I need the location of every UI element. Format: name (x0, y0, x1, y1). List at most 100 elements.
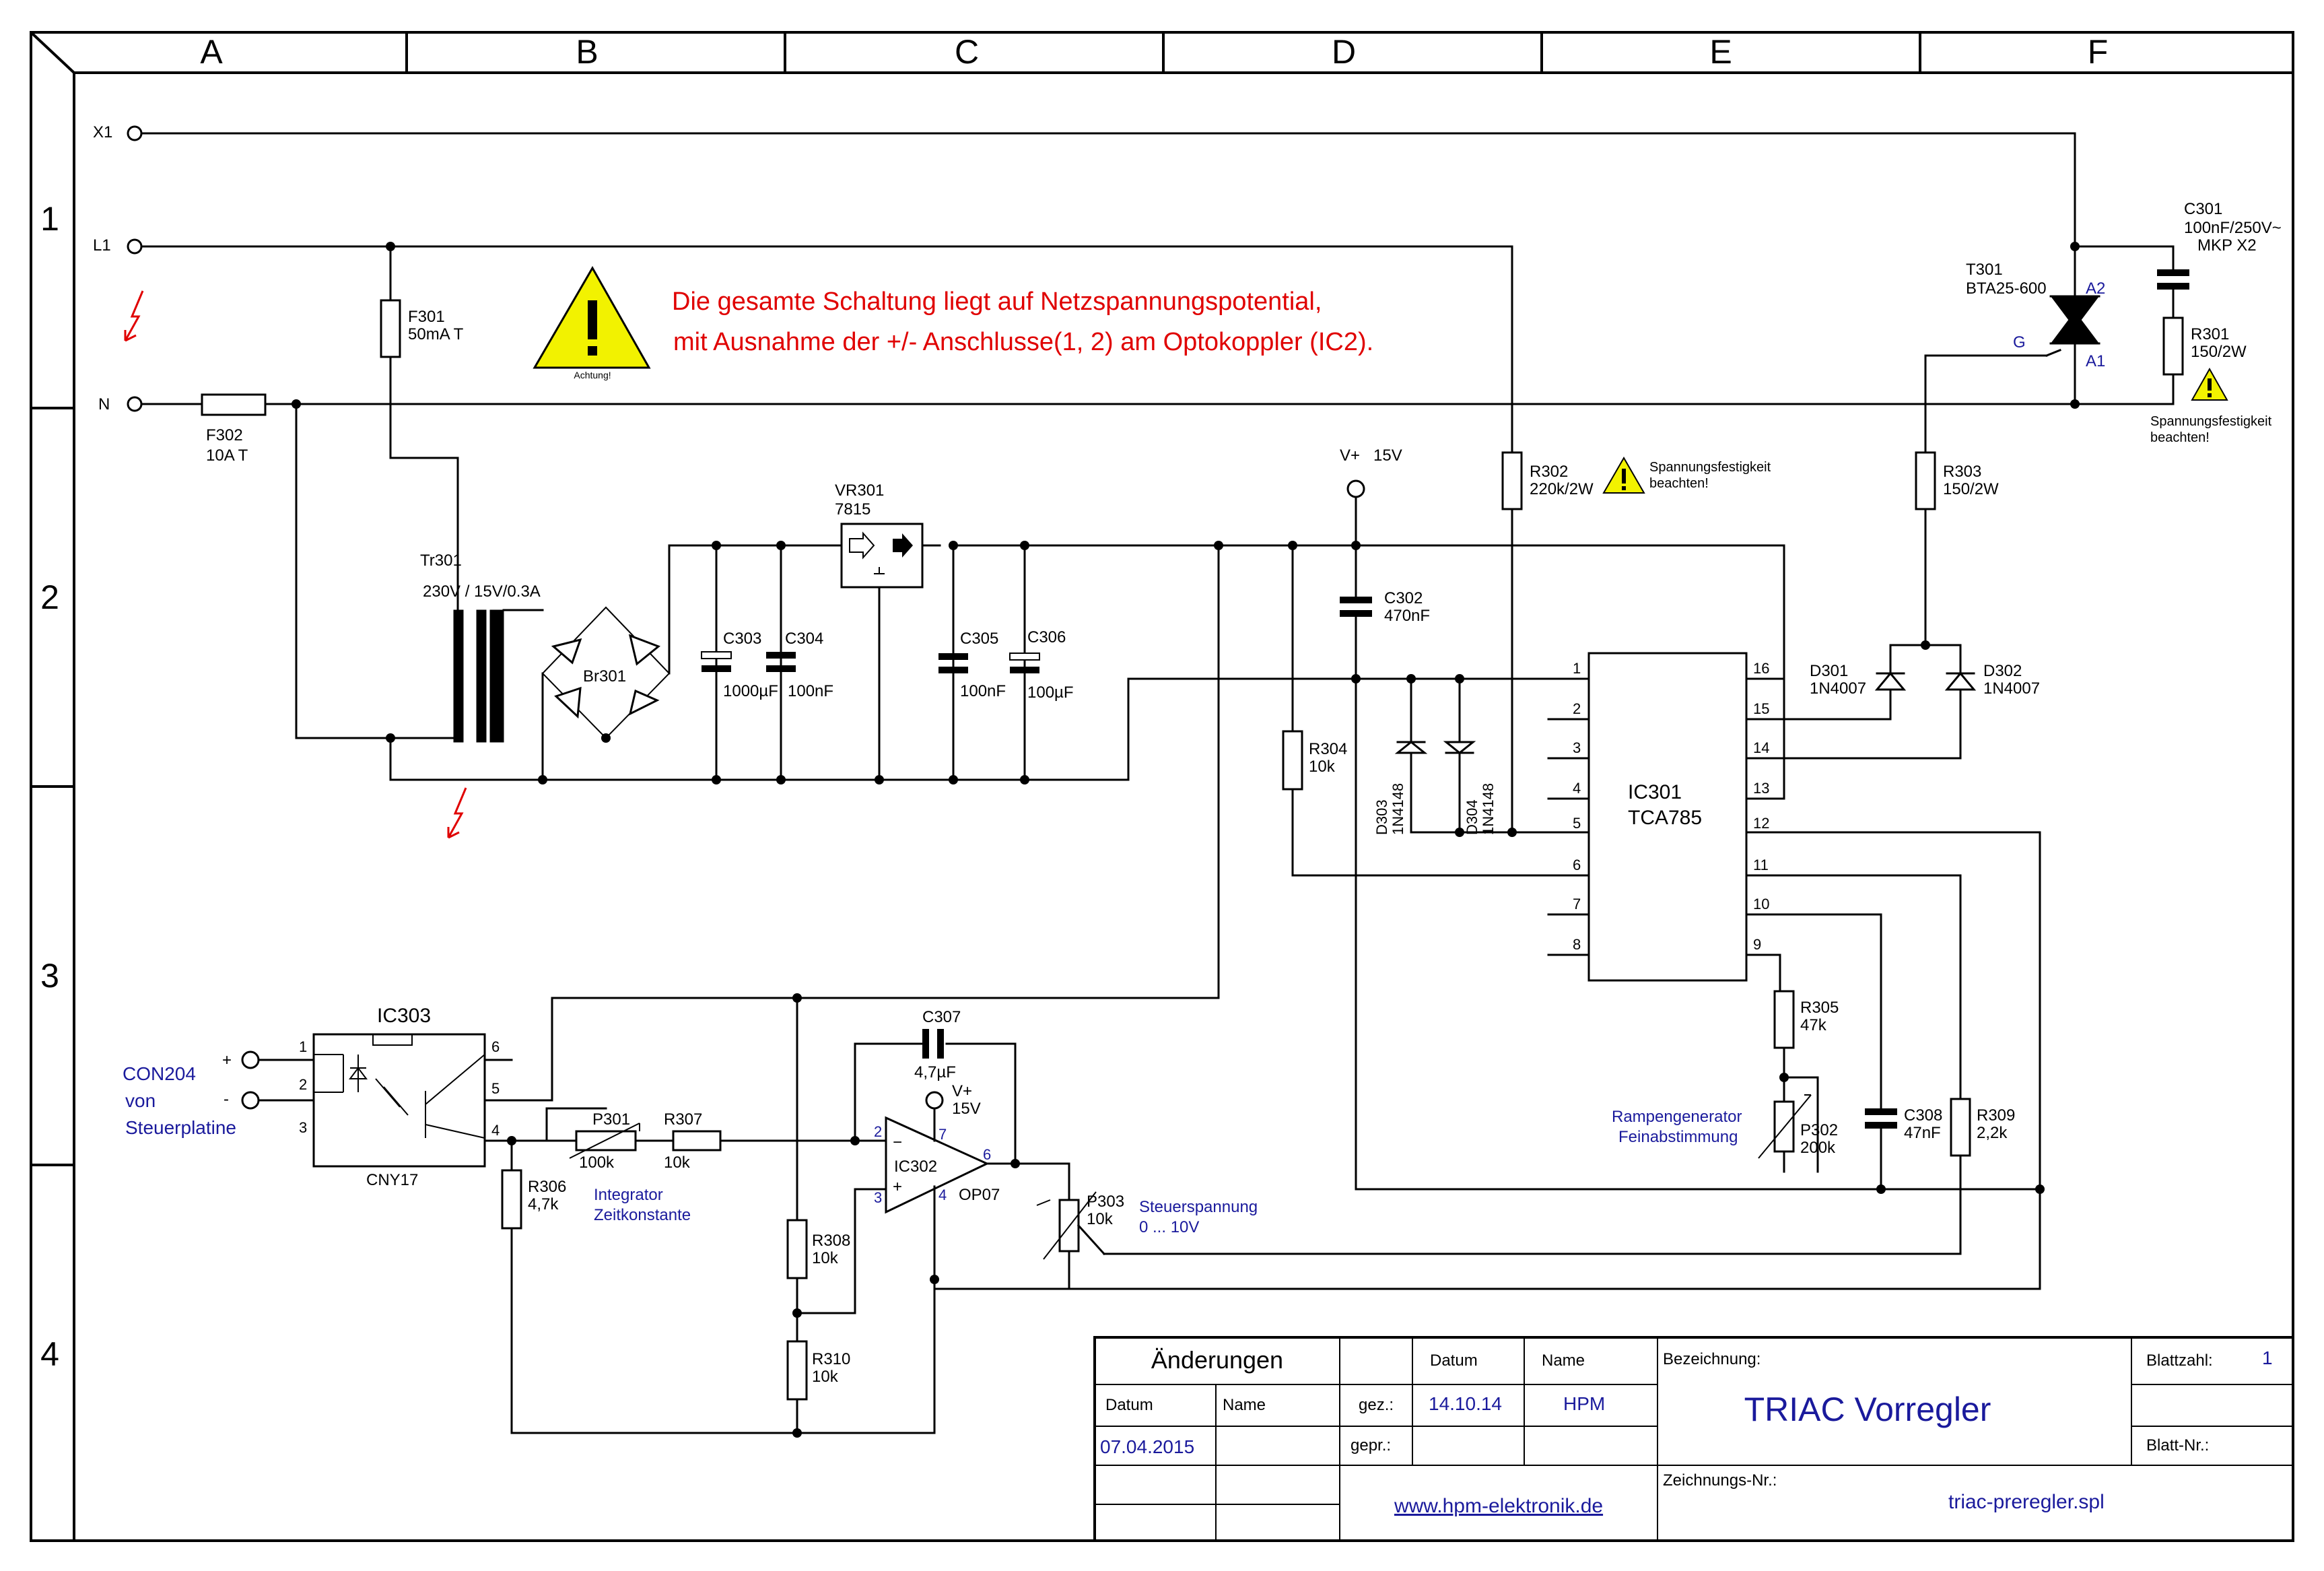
small-warning-icon (1602, 456, 1645, 494)
transformer-tr301 (389, 457, 1130, 781)
f302-ref: F302 (206, 426, 243, 444)
resistor-r309 (1950, 1098, 1971, 1157)
junction (601, 733, 611, 743)
f301-ref: F301 (408, 308, 445, 326)
t301-ref: T301 (1966, 261, 2003, 279)
r310-value: 10k (812, 1368, 839, 1386)
resistor-r303 (1915, 451, 1936, 510)
junction (2070, 242, 2080, 251)
d301-ref: D301 (1810, 662, 1848, 680)
junction (1406, 674, 1416, 683)
dc-bus (715, 497, 1785, 997)
d302-value: 1N4007 (1983, 679, 2040, 698)
con204-label-2: von (125, 1090, 156, 1111)
ic302-pin-out: 6 (983, 1146, 991, 1163)
p303-value: 10k (1087, 1210, 1114, 1228)
capacitor-c305 (938, 653, 968, 673)
c306-value: 100µF (1027, 683, 1074, 702)
capacitor-c306 (1009, 653, 1040, 673)
r304-ref: R304 (1309, 740, 1347, 758)
t301-a1-label: A1 (2086, 352, 2105, 370)
ic301-pin-13: 13 (1753, 780, 1769, 797)
ic302-ref: IC302 (894, 1158, 937, 1176)
ic302-minus-sign: − (893, 1133, 902, 1151)
ic302-pin-vminus: 4 (938, 1186, 947, 1203)
ic301-pin-14: 14 (1753, 739, 1769, 756)
title-block (1093, 1336, 2294, 1542)
junction (949, 541, 958, 550)
vplus-terminal (1346, 479, 1365, 498)
tb-designation: TRIAC Vorregler (1744, 1391, 1991, 1428)
vplus2-value: 15V (952, 1100, 981, 1118)
resistor-r301 (2162, 316, 2184, 376)
c301-ref: C301 (2184, 200, 2222, 218)
junction (1507, 828, 1517, 837)
grid-col-e: E (1709, 33, 1732, 71)
tb-name-header: Name (1542, 1351, 1585, 1370)
diode-d303 (1394, 677, 1428, 834)
junction (1455, 828, 1464, 837)
r302-value: 220k/2W (1530, 480, 1594, 498)
grid-row-1: 1 (40, 200, 59, 238)
d304-ref: D304 (1464, 799, 1480, 835)
terminal-n-label: N (98, 395, 110, 413)
tb-website[interactable]: www.hpm-elektronik.de (1394, 1495, 1603, 1517)
r303-value: 150/2W (1943, 480, 1999, 498)
fuse-f302 (201, 393, 267, 416)
grid-col-b: B (576, 33, 598, 71)
junction (1351, 674, 1361, 683)
con204-label-1: CON204 (123, 1063, 196, 1084)
junction (1020, 775, 1029, 784)
capacitor-c301 (2157, 269, 2189, 319)
gate-drive-wiring (1889, 354, 1962, 760)
ic303-pin-6: 6 (491, 1038, 500, 1055)
tb-drawing-no: triac-preregler.spl (1948, 1491, 2105, 1513)
junction (1011, 1159, 1020, 1168)
resistor-r308 (786, 1219, 808, 1279)
p303-ref: P303 (1087, 1193, 1124, 1211)
con204-minus-terminal (241, 1091, 260, 1110)
c305-value: 100nF (960, 682, 1006, 700)
grid-col-f: F (2088, 33, 2109, 71)
ic302-value: OP07 (959, 1186, 1000, 1204)
vr301-value: 7815 (835, 500, 870, 519)
br301-ref: Br301 (583, 667, 626, 686)
tb-designation-label: Bezeichnung: (1663, 1350, 1761, 1368)
c302-ref: C302 (1384, 589, 1423, 607)
capacitor-c302 (1340, 597, 1372, 1191)
ic301-pin-7: 7 (1573, 896, 1581, 912)
r307-ref: R307 (664, 1110, 702, 1129)
junction (776, 775, 786, 784)
tr301-value: 230V / 15V/0.3A (423, 582, 541, 601)
grid-col-a: A (200, 33, 223, 71)
ic301-right-pins (1745, 677, 2041, 956)
vplus2-terminal (925, 1091, 944, 1110)
junction (712, 775, 721, 784)
terminal-x1-label: X1 (93, 123, 112, 141)
r301-warning-1: Spannungsfestigkeit (2150, 414, 2272, 429)
tb-sheets-value: 1 (2262, 1347, 2273, 1368)
steuer-label-2: 0 ... 10V (1139, 1218, 1199, 1236)
p302-value: 200k (1800, 1139, 1836, 1157)
c301-value: 100nF/250V~ (2184, 219, 2282, 237)
junction (1455, 674, 1464, 683)
ic303-pin-5: 5 (491, 1080, 500, 1097)
r309-value: 2,2k (1977, 1124, 2008, 1142)
resistor-r302 (1501, 451, 1523, 510)
capacitor-c308 (1865, 1108, 1897, 1129)
ramp-label-2: Feinabstimmung (1618, 1128, 1738, 1146)
ic301-pin-16: 16 (1753, 660, 1769, 677)
junction (386, 242, 395, 251)
p301-value: 100k (579, 1154, 615, 1172)
tb-gez-date: 14.10.14 (1429, 1393, 1502, 1414)
tb-sheets-label: Blattzahl: (2146, 1351, 2213, 1370)
t301-value: BTA25-600 (1966, 279, 2047, 298)
c307-ref: C307 (922, 1008, 961, 1026)
r310-ref: R310 (812, 1350, 850, 1368)
ic302-pin-noninv: 3 (874, 1189, 882, 1206)
ic301-pin-6: 6 (1573, 857, 1581, 873)
warning-text-line2: mit Ausnahme der +/- Anschlusse(1, 2) am… (673, 328, 1373, 356)
con204-label-3: Steuerplatine (125, 1117, 236, 1138)
c302-value: 470nF (1384, 607, 1430, 625)
